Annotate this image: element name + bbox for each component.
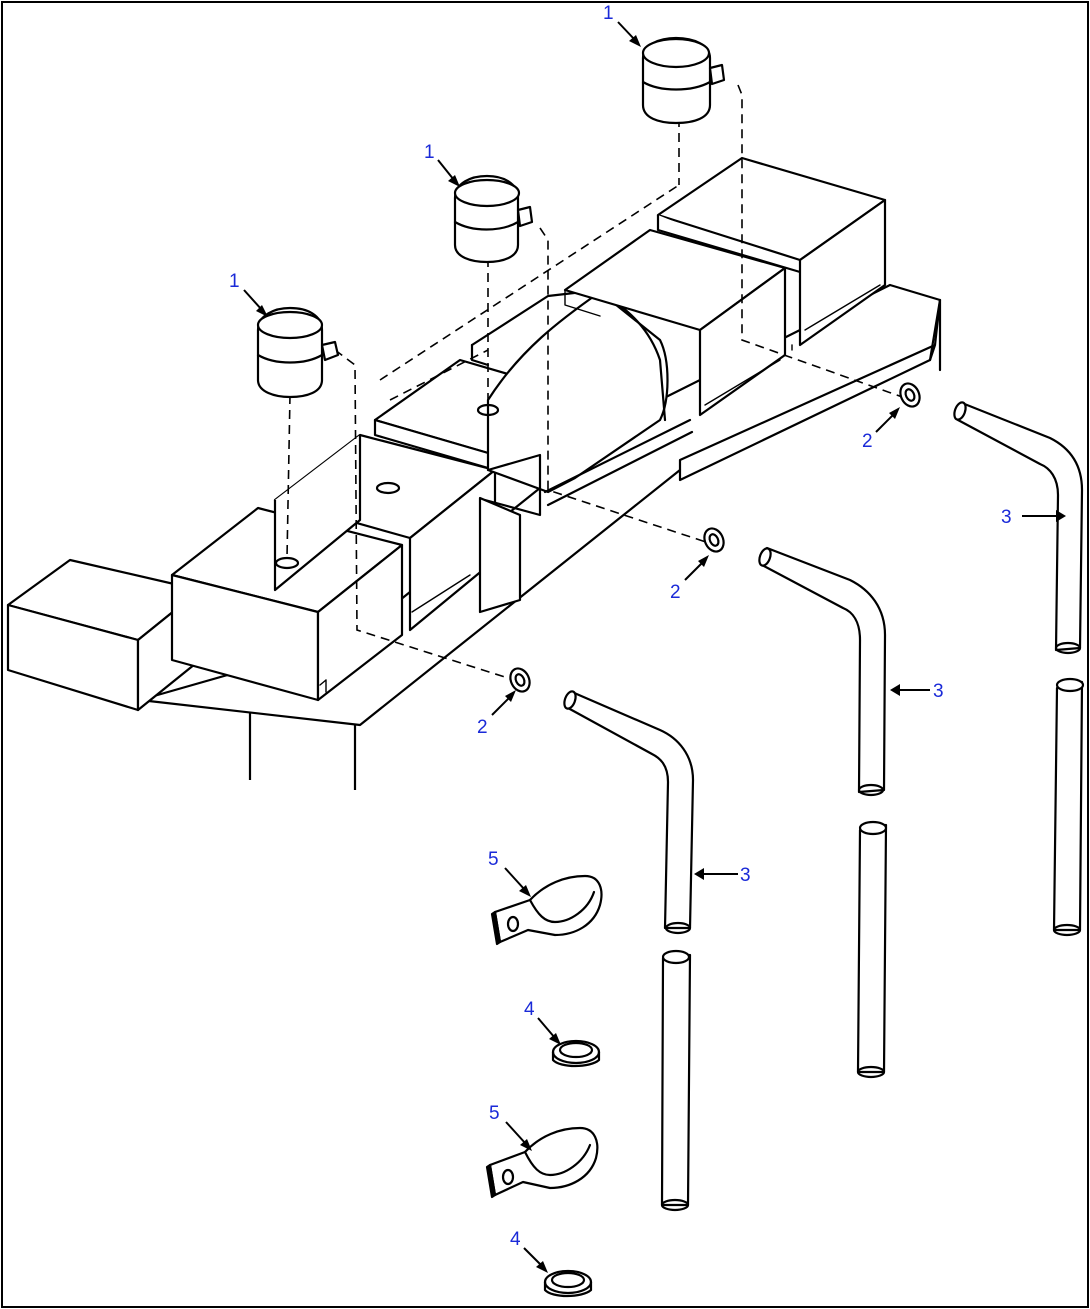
- ring-clamp-lower: [543, 1269, 593, 1298]
- callout-labels: 1 1 1 2 2 2 3 3 3 5 4 5 4: [229, 3, 1012, 1250]
- callout-4-upper: 4: [524, 999, 535, 1020]
- breather-cap-3: [641, 36, 726, 125]
- ring-clamp-upper: [551, 1039, 601, 1068]
- mounting-bracket-upper: [490, 874, 603, 946]
- hose-clamp-2b: [703, 527, 725, 553]
- callout-2-middle: 2: [670, 582, 681, 603]
- callout-2-left: 2: [477, 717, 488, 738]
- callout-4-lower: 4: [510, 1229, 521, 1250]
- mounting-bracket-lower: [485, 1126, 599, 1199]
- breather-tube-right: [953, 401, 1085, 937]
- callout-5-lower: 5: [489, 1103, 500, 1124]
- callout-1-right: 1: [603, 3, 614, 24]
- breather-tube-middle: [758, 546, 888, 1079]
- breather-cap-1: [256, 306, 340, 399]
- callout-3-right: 3: [1001, 507, 1012, 528]
- callout-arrows: [243, 21, 1066, 1273]
- engine-housing-assembly: [6, 156, 942, 790]
- callout-5-upper: 5: [488, 849, 499, 870]
- callout-1-middle: 1: [424, 142, 435, 163]
- hose-clamp-2c: [899, 382, 921, 408]
- callout-3-left: 3: [740, 865, 751, 886]
- callout-2-right: 2: [862, 431, 873, 452]
- hose-clamp-2a: [509, 667, 531, 693]
- callout-3-middle: 3: [933, 681, 944, 702]
- assembly-leader-lines: [286, 84, 906, 686]
- callout-1-left: 1: [229, 271, 240, 292]
- breather-tube-left: [563, 690, 695, 1212]
- breather-cap-2: [453, 174, 534, 264]
